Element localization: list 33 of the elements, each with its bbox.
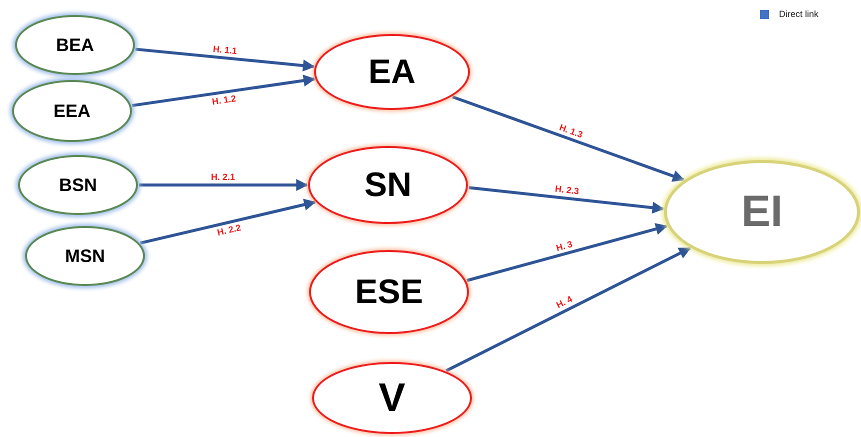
edge-label: H. 2.2 [216, 222, 244, 238]
arrow [468, 186, 664, 214]
arrow [135, 48, 315, 72]
arrow [446, 246, 692, 372]
dimension-ellipse [18, 155, 138, 215]
node-label: V [378, 376, 406, 420]
node-label: EEA [53, 100, 90, 122]
node-label: BSN [58, 174, 97, 196]
node-label: SN [364, 166, 412, 204]
edge-label: H. 2.1 [210, 172, 236, 182]
edge-label: H. 1.3 [556, 122, 585, 140]
edge-label: H. 1.2 [210, 93, 238, 108]
arrow [466, 223, 668, 282]
node-label: ESE [354, 272, 424, 312]
arrow [139, 179, 308, 191]
node-label: EA [368, 52, 416, 92]
dimension-ellipse [15, 15, 135, 75]
dimension-ellipse [12, 80, 132, 142]
edge-label: H. 4 [554, 294, 575, 311]
edge-label: H. 1.1 [212, 44, 239, 56]
arrow [132, 74, 316, 108]
arrow [452, 95, 685, 182]
construct-ellipse [308, 146, 468, 224]
dimension-ellipse [25, 226, 145, 286]
edge-label: H. 2.3 [553, 184, 580, 197]
construct-ellipse [314, 34, 470, 110]
edge-label: H. 3 [554, 238, 575, 253]
arrow [140, 198, 316, 244]
node-label: MSN [65, 246, 105, 266]
node-label: EI [741, 187, 783, 237]
outcome-ellipse [664, 160, 860, 264]
legend-label: Direct link [779, 9, 819, 19]
node-label: BEA [56, 34, 94, 56]
